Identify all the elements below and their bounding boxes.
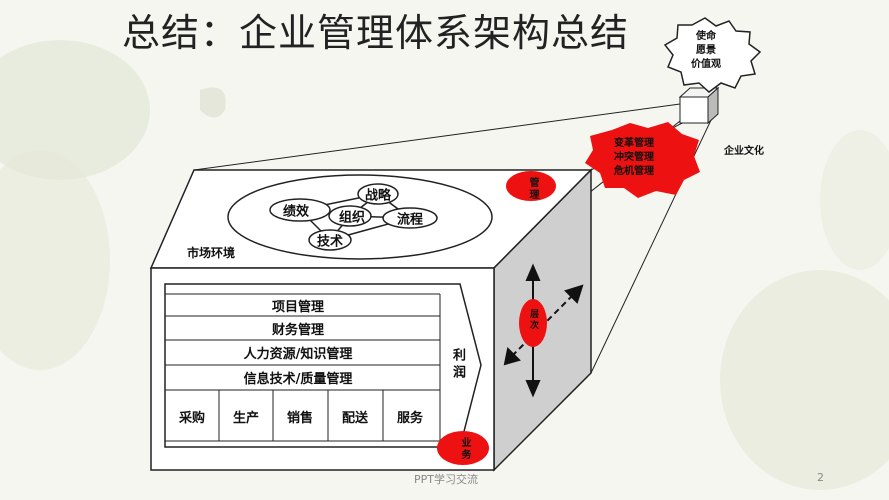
chevron-grid — [165, 293, 441, 442]
management-red-burst — [585, 122, 700, 198]
crisis-mgmt-text: 危机管理 — [614, 166, 654, 177]
row-it-quality-mgmt: 信息技术/质量管理 — [243, 371, 353, 387]
level-arrows — [503, 263, 584, 398]
function-service: 服务 — [396, 410, 423, 426]
node-technology-label: 技术 — [316, 234, 344, 250]
footer-text: PPT学习交流 — [414, 473, 478, 486]
vision-text: 愿景 — [696, 45, 716, 56]
node-technology — [308, 229, 352, 251]
node-performance — [269, 198, 331, 222]
node-process — [382, 207, 438, 229]
function-production: 生产 — [232, 410, 259, 426]
node-organization — [328, 205, 372, 227]
node-strategy — [357, 183, 399, 205]
node-strategy-label: 战略 — [364, 188, 392, 204]
slide-title: 总结：企业管理体系架构总结 — [122, 11, 630, 55]
row-hr-knowledge-mgmt: 人力资源/知识管理 — [243, 346, 353, 362]
culture-label: 企业文化 — [724, 146, 764, 157]
profit-text: 利润 — [450, 348, 465, 382]
node-process-label: 流程 — [396, 212, 424, 228]
culture-cube — [678, 86, 720, 125]
function-purchasing: 采购 — [178, 410, 205, 426]
values-text: 价值观 — [691, 59, 721, 70]
values-starburst — [663, 17, 762, 93]
business-blob — [437, 431, 489, 465]
conflict-mgmt-text: 冲突管理 — [614, 152, 654, 163]
function-sales: 销售 — [286, 410, 313, 426]
level-text: 层次 — [528, 309, 538, 331]
row-finance-mgmt: 财务管理 — [271, 322, 324, 338]
projection-line-top — [193, 103, 681, 171]
row-project-mgmt: 项目管理 — [271, 299, 324, 315]
page-number: 2 — [817, 471, 824, 484]
function-distribution: 配送 — [341, 410, 368, 426]
mission-text: 使命 — [696, 31, 716, 42]
level-blob — [519, 299, 547, 347]
change-mgmt-text: 变革管理 — [614, 138, 654, 149]
management-text: 管理 — [527, 177, 538, 201]
market-environment-label: 市场环境 — [187, 246, 236, 260]
business-text: 业务 — [459, 437, 470, 461]
node-organization-label: 组织 — [338, 210, 366, 226]
management-blob — [506, 171, 556, 201]
node-performance-label: 绩效 — [282, 204, 310, 220]
